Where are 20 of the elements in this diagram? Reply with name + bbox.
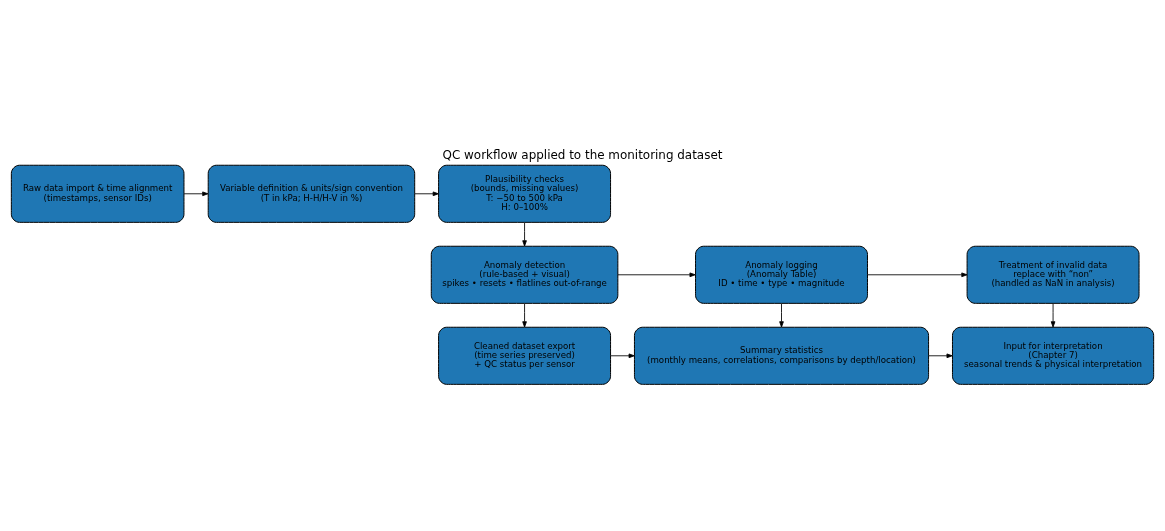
node-box: Variable definition & units/sign convention (T in kPa; H-H/H-V in %) [207, 164, 416, 223]
arrow [617, 272, 696, 278]
arrow [928, 353, 953, 359]
node-box: Raw data import & time alignment (timestamps, sensor IDs) [10, 164, 185, 223]
node-box: Plausibility checks (bounds, missing values) T: −50 to 500 kPa H: 0–100% [438, 164, 612, 223]
arrow [522, 303, 527, 328]
diagram-title: QC workflow applied to the monitoring dataset [442, 147, 723, 162]
arrow [1050, 303, 1056, 328]
node-box: Cleaned dataset export (time series preserved) + QC status per sensor [438, 326, 612, 385]
node-box: Anomaly logging (Anomaly Table) ID • time • type • magnitude [695, 245, 868, 304]
arrow [522, 222, 527, 247]
arrow [183, 191, 209, 197]
arrow [414, 191, 439, 197]
node-box: Summary statistics (monthly means, correlations, comparisons by depth/location) [633, 326, 930, 385]
arrow [610, 353, 635, 359]
arrow [779, 303, 784, 328]
node-box: Anomaly detection (rule-based + visual) spikes • resets • flatlines out-of-range [430, 245, 619, 304]
node-box: Input for interpretation (Chapter 7) seasonal trends & physical interpretation [952, 326, 1155, 385]
arrow [867, 272, 968, 278]
node-box: Treatment of invalid data replace with “non” (handled as NaN in analysis) [966, 245, 1140, 304]
